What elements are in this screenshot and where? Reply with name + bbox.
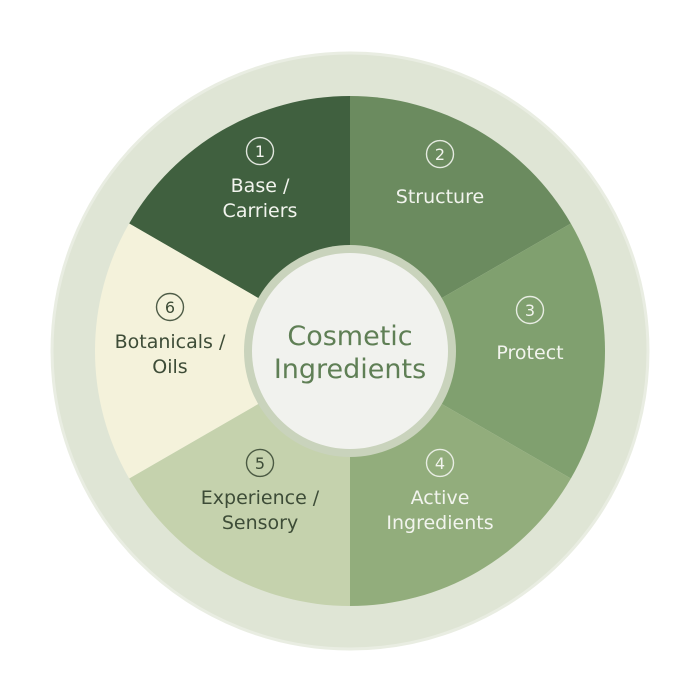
segment-5-label-line-2: Sensory — [222, 512, 298, 534]
segment-6-label-line-2: Oils — [152, 356, 187, 378]
center-hub — [252, 253, 448, 449]
segment-3-label-line-1: Protect — [496, 342, 563, 364]
segment-2-label-line-1: Structure — [396, 186, 484, 208]
segment-3 — [350, 223, 606, 479]
segment-4-label-line-2: Ingredients — [386, 512, 493, 534]
segment-4-label-line-1: Active — [411, 487, 470, 509]
segment-3-number: 3 — [525, 301, 535, 320]
segment-1-label-line-2: Carriers — [223, 200, 298, 222]
segment-6-label-line-1: Botanicals / — [115, 331, 226, 353]
segment-1-label-line-1: Base / — [231, 175, 290, 197]
segment-5-number: 5 — [255, 454, 265, 473]
segment-4-number-badge-icon — [425, 448, 455, 478]
segment-3-number-badge-icon — [515, 295, 545, 325]
center-title-line-2: Ingredients — [274, 354, 426, 385]
segment-5-number-badge-icon — [245, 448, 275, 478]
segment-2-number: 2 — [435, 145, 445, 164]
segment-4-number: 4 — [435, 454, 445, 473]
segment-1-number: 1 — [255, 142, 265, 161]
segment-1-number-badge-icon — [245, 136, 275, 166]
segment-2-number-badge-icon — [425, 139, 455, 169]
segment-5-label-line-1: Experience / — [201, 487, 320, 509]
center-title-line-1: Cosmetic — [287, 321, 412, 352]
segment-6-number: 6 — [165, 298, 175, 317]
segment-6 — [94, 223, 350, 479]
segment-6-number-badge-icon — [155, 292, 185, 322]
